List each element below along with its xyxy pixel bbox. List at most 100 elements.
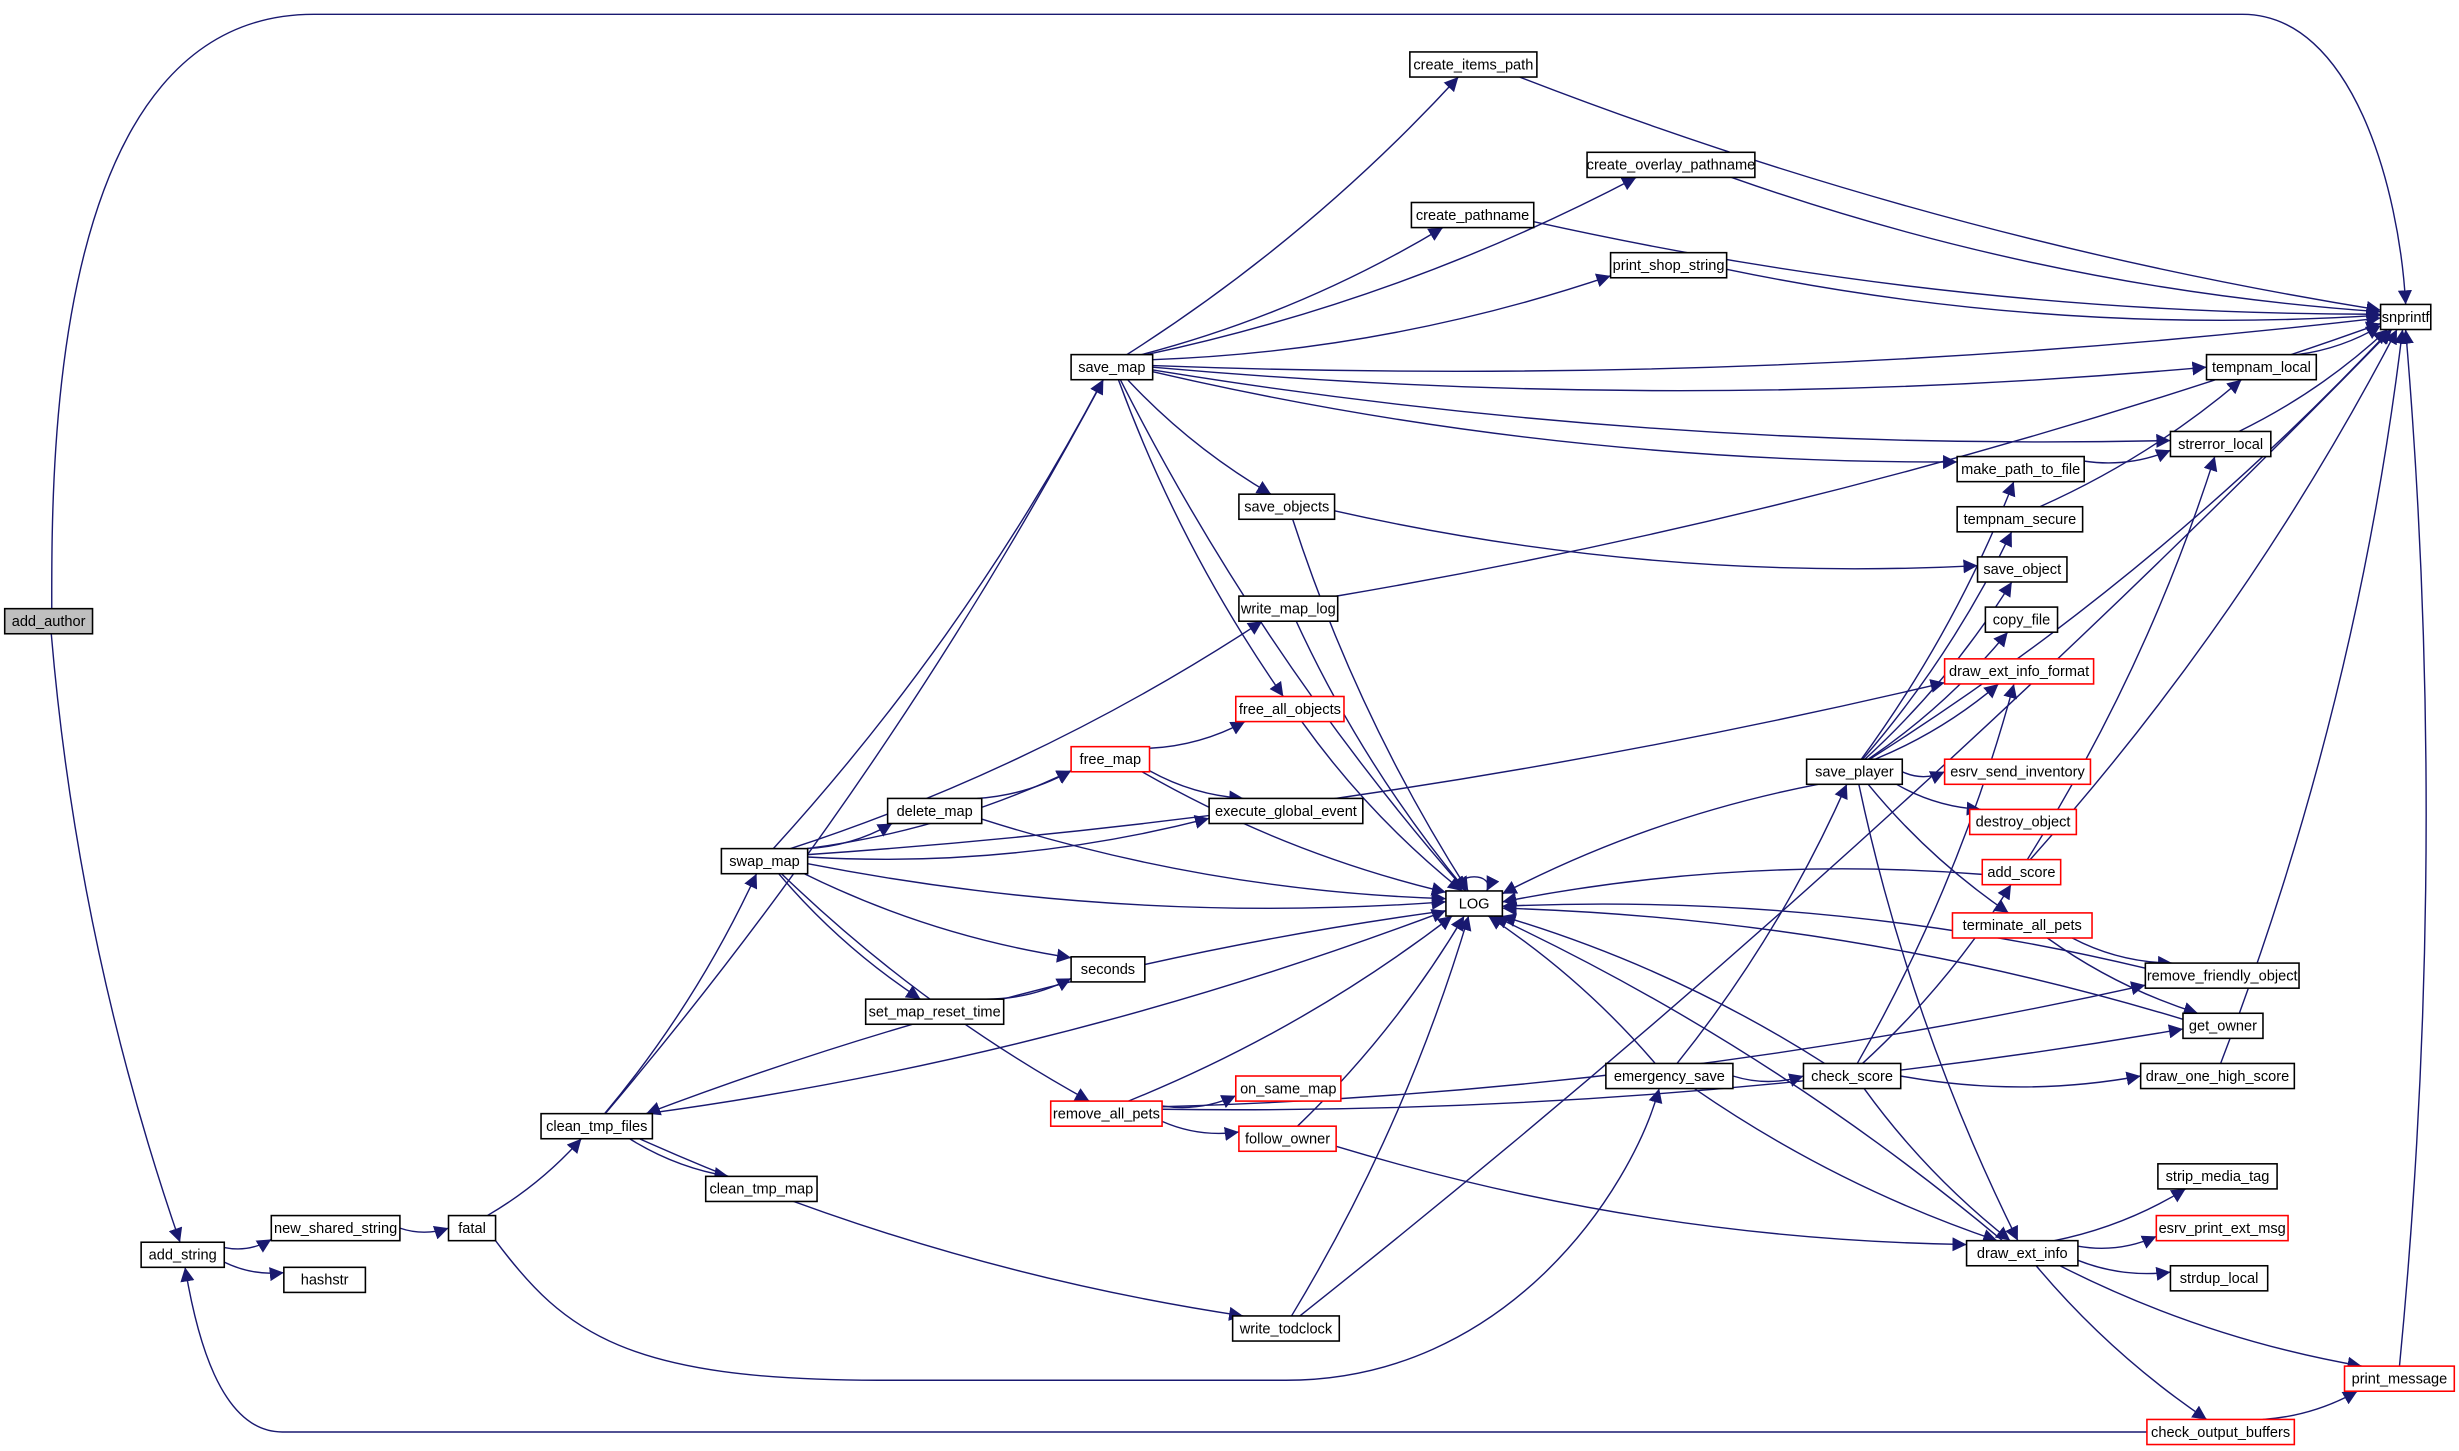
node-remove_friendly_object[interactable]: remove_friendly_object [2144, 962, 2300, 989]
node-label: save_player [1815, 765, 1894, 781]
node-label: tempnam_local [2212, 360, 2311, 376]
node-seconds[interactable]: seconds [1070, 956, 1146, 983]
node-free_map[interactable]: free_map [1070, 745, 1151, 773]
node-delete_map[interactable]: delete_map [886, 797, 983, 825]
node-label: free_map [1080, 752, 1142, 768]
node-box [540, 1112, 654, 1140]
node-save_map[interactable]: save_map [1070, 353, 1154, 381]
edge-add_score-to-snprintf [2029, 329, 2398, 861]
node-label: emergency_save [1614, 1069, 1725, 1085]
node-fatal[interactable]: fatal [447, 1214, 497, 1242]
node-copy_file[interactable]: copy_file [1984, 606, 2059, 633]
node-print_shop_string[interactable]: print_shop_string [1609, 251, 1728, 279]
node-label: free_all_objects [1239, 702, 1341, 718]
node-add_score[interactable]: add_score [1981, 858, 2062, 886]
node-destroy_object[interactable]: destroy_object [1968, 808, 2078, 836]
node-tempnam_local[interactable]: tempnam_local [2205, 353, 2318, 381]
node-snprintf[interactable]: snprintf [2379, 303, 2432, 331]
node-esrv_send_inventory[interactable]: esrv_send_inventory [1943, 758, 2092, 786]
node-free_all_objects[interactable]: free_all_objects [1234, 695, 1345, 723]
node-box [2155, 1214, 2289, 1242]
node-draw_one_high_score[interactable]: draw_one_high_score [2139, 1062, 2296, 1090]
node-label: remove_friendly_object [2147, 968, 2298, 984]
node-swap_map[interactable]: swap_map [720, 847, 809, 875]
node-clean_tmp_files[interactable]: clean_tmp_files [540, 1112, 654, 1140]
node-box [1238, 493, 1336, 521]
node-box [1943, 658, 2095, 685]
node-new_shared_string[interactable]: new_shared_string [270, 1214, 401, 1242]
node-set_map_reset_time[interactable]: set_map_reset_time [864, 998, 1005, 1026]
edge-clean_tmp_files-to-write_todclock [639, 1138, 1244, 1321]
node-remove_all_pets[interactable]: remove_all_pets [1049, 1100, 1163, 1127]
edge-add_score-to-LOG [1502, 868, 1983, 907]
node-label: new_shared_string [274, 1221, 397, 1237]
node-label: strip_media_tag [2166, 1169, 2270, 1185]
node-draw_ext_info_format[interactable]: draw_ext_info_format [1943, 658, 2095, 685]
edge-clean_tmp_files-to-save_map [604, 379, 1104, 1115]
edges-layer [50, 13, 2427, 1433]
node-strdup_local[interactable]: strdup_local [2169, 1264, 2269, 1292]
node-create_items_path[interactable]: create_items_path [1409, 51, 1538, 78]
edge-create_overlay_pathname-to-snprintf [1731, 176, 2381, 318]
node-print_message[interactable]: print_message [2343, 1365, 2456, 1393]
node-label: draw_ext_info_format [1949, 664, 2089, 680]
node-box [2169, 1264, 2269, 1292]
edge-emergency_save-to-LOG [1487, 915, 1656, 1064]
node-clean_tmp_map[interactable]: clean_tmp_map [704, 1175, 818, 1203]
node-save_objects[interactable]: save_objects [1238, 493, 1336, 521]
node-write_todclock[interactable]: write_todclock [1231, 1315, 1341, 1342]
node-label: LOG [1459, 896, 1490, 912]
node-save_object[interactable]: save_object [1976, 556, 2068, 583]
node-add_author[interactable]: add_author [3, 607, 94, 635]
node-check_output_buffers[interactable]: check_output_buffers [2146, 1418, 2296, 1446]
node-label: draw_one_high_score [2146, 1069, 2289, 1085]
node-execute_global_event[interactable]: execute_global_event [1208, 797, 1364, 825]
node-hashstr[interactable]: hashstr [283, 1266, 367, 1294]
node-strip_media_tag[interactable]: strip_media_tag [2157, 1163, 2278, 1190]
edge-clean_tmp_files-to-clean_tmp_map [629, 1138, 729, 1181]
node-make_path_to_file[interactable]: make_path_to_file [1956, 455, 2085, 483]
node-draw_ext_info[interactable]: draw_ext_info [1965, 1239, 2079, 1267]
node-LOG[interactable]: LOG [1445, 890, 1504, 917]
node-box [1234, 1075, 1342, 1102]
node-label: add_score [1987, 865, 2055, 881]
node-create_overlay_pathname[interactable]: create_overlay_pathname [1586, 151, 1756, 179]
node-add_string[interactable]: add_string [140, 1241, 226, 1269]
edge-swap_map-to-execute_global_event [807, 815, 1210, 860]
node-label: write_map_log [1240, 601, 1336, 617]
node-box [886, 797, 983, 825]
edge-save_player-to-draw_ext_info [1858, 784, 2019, 1241]
node-save_player[interactable]: save_player [1805, 758, 1904, 786]
edge-swap_map-to-write_map_log [790, 620, 1263, 850]
node-create_pathname[interactable]: create_pathname [1410, 201, 1535, 229]
edge-draw_ext_info-to-esrv_print_ext_msg [2077, 1235, 2157, 1250]
node-label: esrv_send_inventory [1950, 765, 2085, 781]
node-label: clean_tmp_map [710, 1182, 814, 1198]
node-check_score[interactable]: check_score [1802, 1062, 1902, 1090]
edge-save_map-to-create_items_path [1126, 76, 1459, 356]
edge-save_player-to-terminate_all_pets [1867, 783, 2009, 914]
node-get_owner[interactable]: get_owner [2182, 1012, 2264, 1040]
node-write_map_log[interactable]: write_map_log [1238, 595, 1339, 622]
node-terminate_all_pets[interactable]: terminate_all_pets [1951, 912, 2093, 939]
node-tempnam_secure[interactable]: tempnam_secure [1956, 505, 2084, 533]
node-label: create_pathname [1416, 208, 1529, 224]
node-label: terminate_all_pets [1963, 918, 2082, 934]
node-label: snprintf [2382, 310, 2431, 326]
edge-create_items_path-to-snprintf [1519, 76, 2381, 315]
edge-delete_map-to-LOG [981, 818, 1446, 906]
edge-tempnam_local-to-snprintf [2297, 325, 2381, 356]
edge-add_string-to-new_shared_string [224, 1238, 272, 1253]
node-on_same_map[interactable]: on_same_map [1234, 1075, 1342, 1102]
node-box [1445, 890, 1504, 917]
edge-save_map-to-make_path_to_file [1152, 371, 1958, 470]
edge-draw_ext_info-to-LOG [1493, 915, 2004, 1242]
node-emergency_save[interactable]: emergency_save [1605, 1062, 1734, 1090]
node-esrv_print_ext_msg[interactable]: esrv_print_ext_msg [2155, 1214, 2289, 1242]
edge-swap_map-to-remove_all_pets [781, 873, 1090, 1102]
node-follow_owner[interactable]: follow_owner [1238, 1125, 1337, 1153]
node-strerror_local[interactable]: strerror_local [2169, 430, 2272, 458]
node-label: save_map [1078, 360, 1145, 376]
node-box [1805, 758, 1904, 786]
node-box [447, 1214, 497, 1242]
